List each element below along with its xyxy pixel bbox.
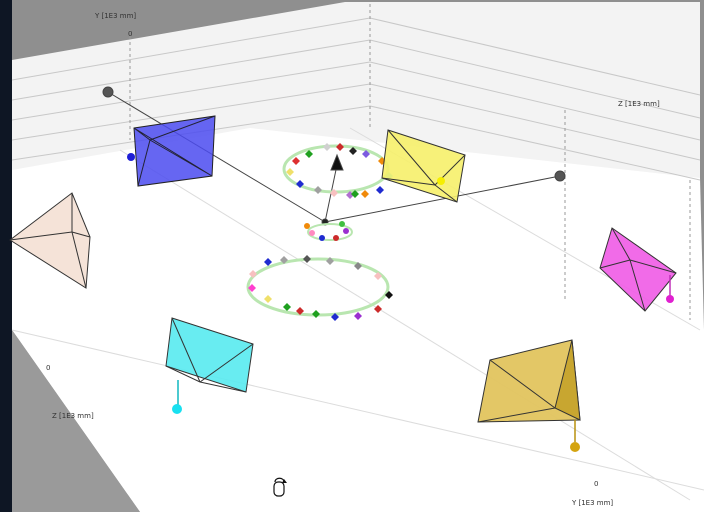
y-axis-tick-top: 0 — [128, 30, 132, 38]
gold-target-object[interactable] — [477, 339, 581, 452]
marker-ring-middle — [246, 255, 393, 321]
y-axis-label-top: Y [1E3 mm] — [94, 12, 136, 20]
rotate-cursor-icon — [273, 477, 287, 497]
peach-target-object[interactable] — [9, 192, 91, 289]
z-axis-label-right: Z [1E3 mm] — [618, 100, 660, 108]
y-axis-tick-bottom: 0 — [594, 480, 598, 488]
y-axis-label-bottom: Y [1E3 mm] — [571, 499, 613, 507]
floor-edge-left — [12, 330, 140, 512]
marker-ring-small — [304, 221, 353, 241]
back-wall-grid — [11, 17, 701, 181]
yellow-target-object[interactable] — [381, 129, 466, 203]
coordinate-axes — [102, 86, 566, 226]
cyan-target-object[interactable] — [165, 317, 254, 414]
z-axis-tick-left: 0 — [46, 364, 50, 372]
desktop-background — [0, 0, 12, 512]
blue-target-object[interactable] — [127, 115, 216, 187]
magenta-target-object[interactable] — [599, 227, 677, 312]
z-axis-label-left: Z [1E3 mm] — [52, 412, 94, 420]
wall-edges — [129, 4, 691, 320]
